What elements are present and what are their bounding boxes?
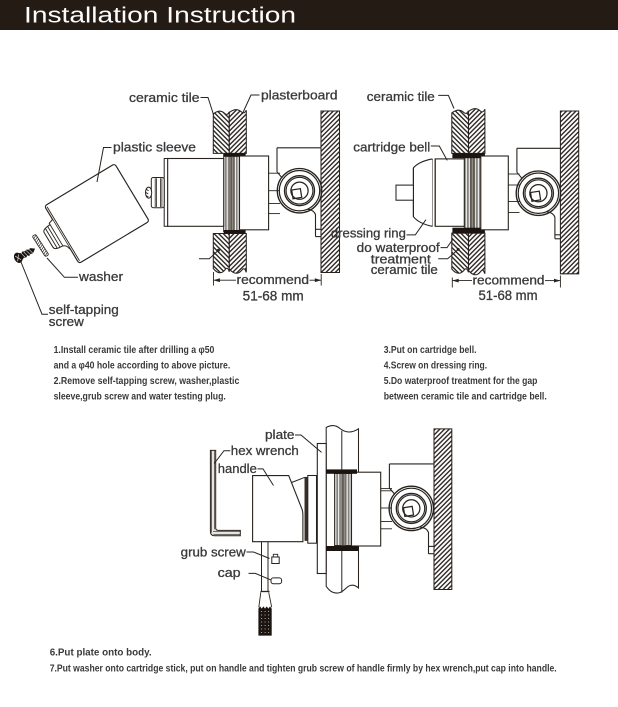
svg-text:3.Put on cartridge bell.: 3.Put on cartridge bell. — [384, 345, 477, 356]
svg-text:dressing ring: dressing ring — [331, 225, 406, 240]
svg-text:51-68 mm: 51-68 mm — [479, 288, 538, 303]
svg-text:between ceramic tile and cartr: between ceramic tile and cartridge bell. — [384, 392, 547, 403]
svg-text:plasterboard: plasterboard — [261, 88, 338, 103]
svg-text:plastic sleeve: plastic sleeve — [113, 140, 196, 155]
svg-text:self-tapping: self-tapping — [49, 302, 119, 317]
svg-text:Installation Instruction: Installation Instruction — [24, 3, 296, 28]
svg-text:washer: washer — [78, 269, 124, 284]
svg-text:plate: plate — [265, 427, 295, 442]
svg-text:and a φ40 hole according to ab: and a φ40 hole according to above pictur… — [54, 360, 231, 371]
svg-text:cartridge bell: cartridge bell — [353, 139, 430, 154]
svg-text:ceramic tile: ceramic tile — [367, 89, 435, 104]
svg-text:do waterproof: do waterproof — [357, 240, 440, 255]
svg-text:handle: handle — [218, 461, 257, 476]
svg-text:51-68 mm: 51-68 mm — [243, 289, 304, 304]
svg-text:5.Do waterproof treatment for: 5.Do waterproof treatment for the gap — [384, 376, 538, 387]
svg-text:cap: cap — [218, 565, 241, 580]
svg-text:ceramic tile: ceramic tile — [129, 90, 200, 105]
svg-text:sleeve,grub screw and water te: sleeve,grub screw and water testing plug… — [54, 392, 226, 403]
svg-text:treatment: treatment — [371, 252, 431, 267]
svg-text:2.Remove self-tapping screw, w: 2.Remove self-tapping screw, washer,plas… — [54, 376, 240, 387]
svg-text:1.Install ceramic tile after d: 1.Install ceramic tile after drilling a … — [54, 345, 215, 356]
svg-text:ceramic tile: ceramic tile — [371, 262, 438, 277]
svg-text:recommend: recommend — [473, 273, 545, 288]
svg-text:screw: screw — [49, 314, 85, 329]
svg-text:hex wrench: hex wrench — [231, 443, 299, 458]
svg-text:6.Put plate onto body.: 6.Put plate onto body. — [50, 648, 152, 659]
svg-text:7.Put washer onto cartridge st: 7.Put washer onto cartridge stick, put o… — [50, 664, 557, 675]
svg-text:4.Screw on dressing ring.: 4.Screw on dressing ring. — [384, 360, 488, 371]
svg-text:recommend: recommend — [237, 272, 310, 287]
svg-text:grub screw: grub screw — [181, 545, 247, 560]
